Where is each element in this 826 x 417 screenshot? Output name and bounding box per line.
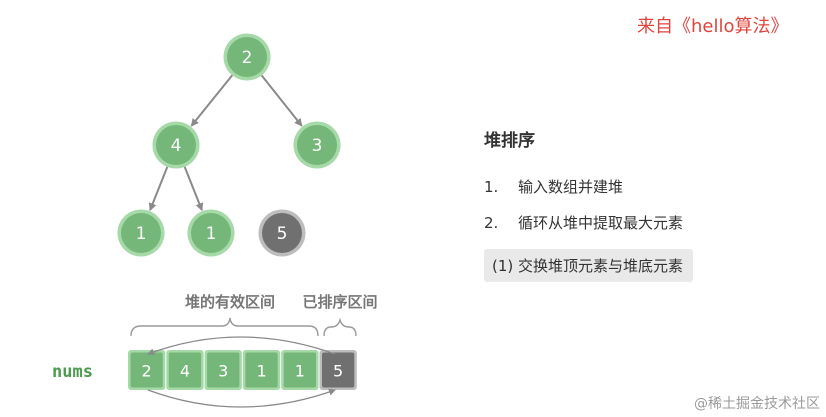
heap-range-label: 堆的有效区间 (185, 293, 275, 311)
tree-node: 2 (223, 33, 271, 81)
watermark: @稀土掘金技术社区 (694, 396, 820, 412)
cell-fill (322, 352, 355, 388)
array-cells: 2 4 3 1 1 5 (128, 350, 357, 390)
step-2-text: 循环从堆中提取最大元素 (518, 214, 684, 232)
array-view: nums 堆的有效区间 已排序区间 2 4 3 1 1 5 (52, 293, 378, 408)
tree-edges (148, 74, 303, 212)
array-cell: 1 (281, 350, 319, 390)
array-cell: 3 (204, 350, 242, 390)
array-cell-sorted: 5 (319, 350, 357, 390)
node-value: 2 (242, 48, 253, 68)
sorted-range-label: 已排序区间 (302, 293, 377, 311)
cell-fill (283, 352, 316, 388)
tree-node: 4 (152, 121, 200, 169)
swap-arrow-bottom (147, 388, 336, 408)
cell-value: 5 (333, 362, 343, 381)
node-circle (227, 37, 267, 77)
tree-edge (260, 74, 303, 127)
node-value: 3 (312, 136, 323, 156)
step-2: 2. 循环从堆中提取最大元素 (484, 213, 814, 249)
cell-fill (245, 352, 278, 388)
array-cell: 4 (166, 350, 204, 390)
cell-value: 2 (142, 362, 152, 381)
tree-nodes: 2 4 3 1 1 5 (117, 33, 341, 257)
step-1-text: 输入数组并建堆 (518, 178, 624, 196)
node-value: 5 (277, 224, 288, 244)
cell-value: 3 (218, 362, 228, 381)
cell-fill (168, 352, 202, 388)
tree-node: 3 (293, 121, 341, 169)
cell-value: 4 (180, 362, 190, 381)
node-value: 4 (171, 136, 182, 156)
tree-edge (183, 166, 204, 212)
swap-arrow-top (147, 336, 336, 356)
tree-node: 1 (187, 209, 235, 257)
node-circle (297, 125, 337, 165)
node-circle (191, 213, 231, 253)
info-panel: 堆排序 1. 输入数组并建堆 2. 循环从堆中提取最大元素 (1) 交换堆顶元素与堆… (484, 126, 814, 282)
cell-value: 1 (295, 362, 305, 381)
cell-value: 1 (256, 362, 266, 381)
array-cell: 2 (128, 350, 166, 390)
panel-title: 堆排序 (484, 131, 535, 151)
sorted-range-brace (323, 317, 357, 337)
array-label: nums (52, 362, 93, 382)
node-circle (262, 213, 302, 253)
heap-range-brace (130, 317, 319, 337)
node-circle (121, 213, 161, 253)
node-value: 1 (136, 224, 147, 244)
substep-highlight: (1) 交换堆顶元素与堆底元素 (484, 249, 694, 282)
tree-node: 1 (117, 209, 165, 257)
tree-node-sorted: 5 (258, 209, 306, 257)
step-2-number: 2. (484, 214, 499, 232)
array-cell: 1 (242, 350, 281, 390)
node-circle (156, 125, 196, 165)
cell-fill (207, 352, 240, 388)
tree-edge (190, 74, 234, 127)
tree-edge (148, 166, 169, 212)
step-1: 1. 输入数组并建堆 (484, 177, 814, 213)
step-1-number: 1. (484, 178, 499, 196)
source-label: 来自《hello算法》 (637, 16, 789, 37)
cell-fill (130, 352, 163, 388)
node-value: 1 (206, 224, 217, 244)
